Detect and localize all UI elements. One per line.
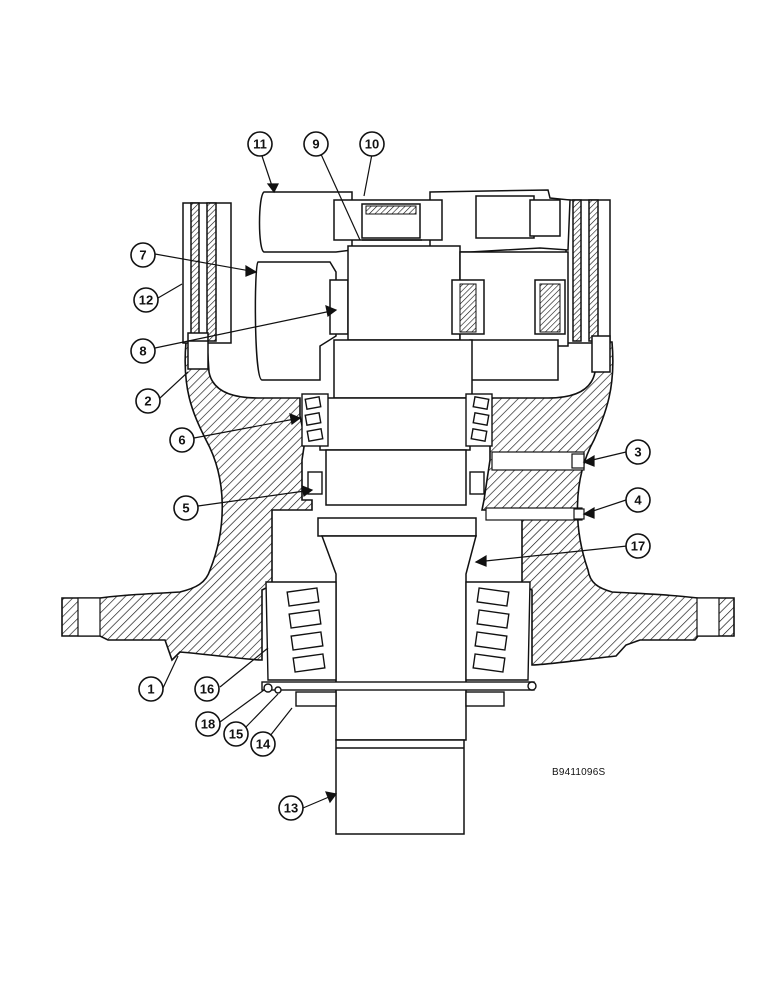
flange-bolt-hole-right (696, 597, 720, 637)
callout-6: 6 (169, 427, 195, 453)
callout-10: 10 (359, 131, 385, 157)
housing-left (61, 341, 313, 662)
output-shaft-taper (320, 535, 477, 741)
upper-bearing (301, 393, 493, 447)
shaft-flange (317, 517, 477, 537)
svg-text:16: 16 (200, 682, 214, 697)
callout-5: 5 (173, 495, 199, 521)
svg-text:2: 2 (144, 394, 151, 409)
callout-9: 9 (303, 131, 329, 157)
lower-bearing (261, 581, 537, 707)
spacer-bearing (307, 471, 485, 495)
svg-text:10: 10 (365, 137, 379, 152)
callout-4: 4 (625, 487, 651, 513)
leader-2 (159, 371, 189, 399)
callout-3: 3 (625, 439, 651, 465)
svg-text:12: 12 (139, 293, 153, 308)
leader-9 (319, 151, 361, 241)
seal-18 (263, 683, 273, 693)
leader-7 (154, 253, 257, 273)
svg-text:11: 11 (253, 137, 267, 152)
shaft-mid (333, 339, 473, 399)
svg-text:3: 3 (634, 445, 641, 460)
leader-18 (219, 689, 265, 723)
planetary-assembly (254, 189, 571, 381)
svg-text:17: 17 (631, 539, 645, 554)
svg-text:14: 14 (256, 737, 271, 752)
svg-text:1: 1 (147, 682, 154, 697)
svg-text:6: 6 (178, 433, 185, 448)
housing (61, 341, 735, 666)
shaft-upper (347, 245, 461, 341)
svg-text:15: 15 (229, 727, 243, 742)
shaft-collar (319, 397, 471, 451)
main-shaft (317, 339, 477, 835)
callout-7: 7 (130, 242, 156, 268)
leader-1 (162, 655, 179, 689)
svg-text:13: 13 (284, 801, 298, 816)
flange-bolt-hole-left (77, 597, 101, 637)
output-shaft (335, 739, 465, 835)
callout-2: 2 (135, 388, 161, 414)
lower-carrier (254, 261, 337, 381)
callout-12: 12 (133, 287, 159, 313)
ring-gear-bolt-right (591, 335, 611, 373)
callout-8: 8 (130, 338, 156, 364)
callout-16: 16 (194, 676, 220, 702)
callout-15: 15 (223, 721, 249, 747)
leader-17 (475, 545, 628, 563)
callouts: 11 9 10 7 12 8 2 6 (130, 131, 651, 821)
callout-14: 14 (250, 731, 276, 757)
leader-16 (219, 647, 269, 688)
plug-4 (573, 508, 585, 520)
plug-4-bore (485, 507, 583, 521)
leader-12 (157, 283, 183, 299)
plug-3-bore (491, 451, 585, 471)
ring-15 (274, 686, 282, 694)
ring-gear-bolt-left (187, 332, 209, 370)
ring-gear (182, 199, 611, 373)
callout-1: 1 (138, 676, 164, 702)
callout-13: 13 (278, 795, 304, 821)
leader-lines (154, 151, 628, 809)
svg-text:7: 7 (139, 248, 146, 263)
shaft-spacer (325, 449, 467, 506)
leader-8 (154, 309, 337, 349)
figure-code: B9411096S (552, 767, 605, 778)
callout-17: 17 (625, 533, 651, 559)
leader-6 (193, 417, 301, 439)
svg-text:9: 9 (312, 137, 319, 152)
callout-11: 11 (247, 131, 273, 157)
plug-3 (571, 453, 585, 469)
upper-carrier (258, 191, 353, 253)
retainer-plate (261, 681, 535, 691)
svg-text:18: 18 (201, 717, 215, 732)
leader-10 (363, 153, 373, 197)
svg-text:4: 4 (634, 493, 642, 508)
planet-gear (329, 279, 349, 335)
leader-5 (197, 489, 313, 507)
callout-18: 18 (195, 711, 221, 737)
leader-15 (243, 693, 279, 730)
svg-text:5: 5 (182, 501, 189, 516)
svg-text:8: 8 (139, 344, 146, 359)
